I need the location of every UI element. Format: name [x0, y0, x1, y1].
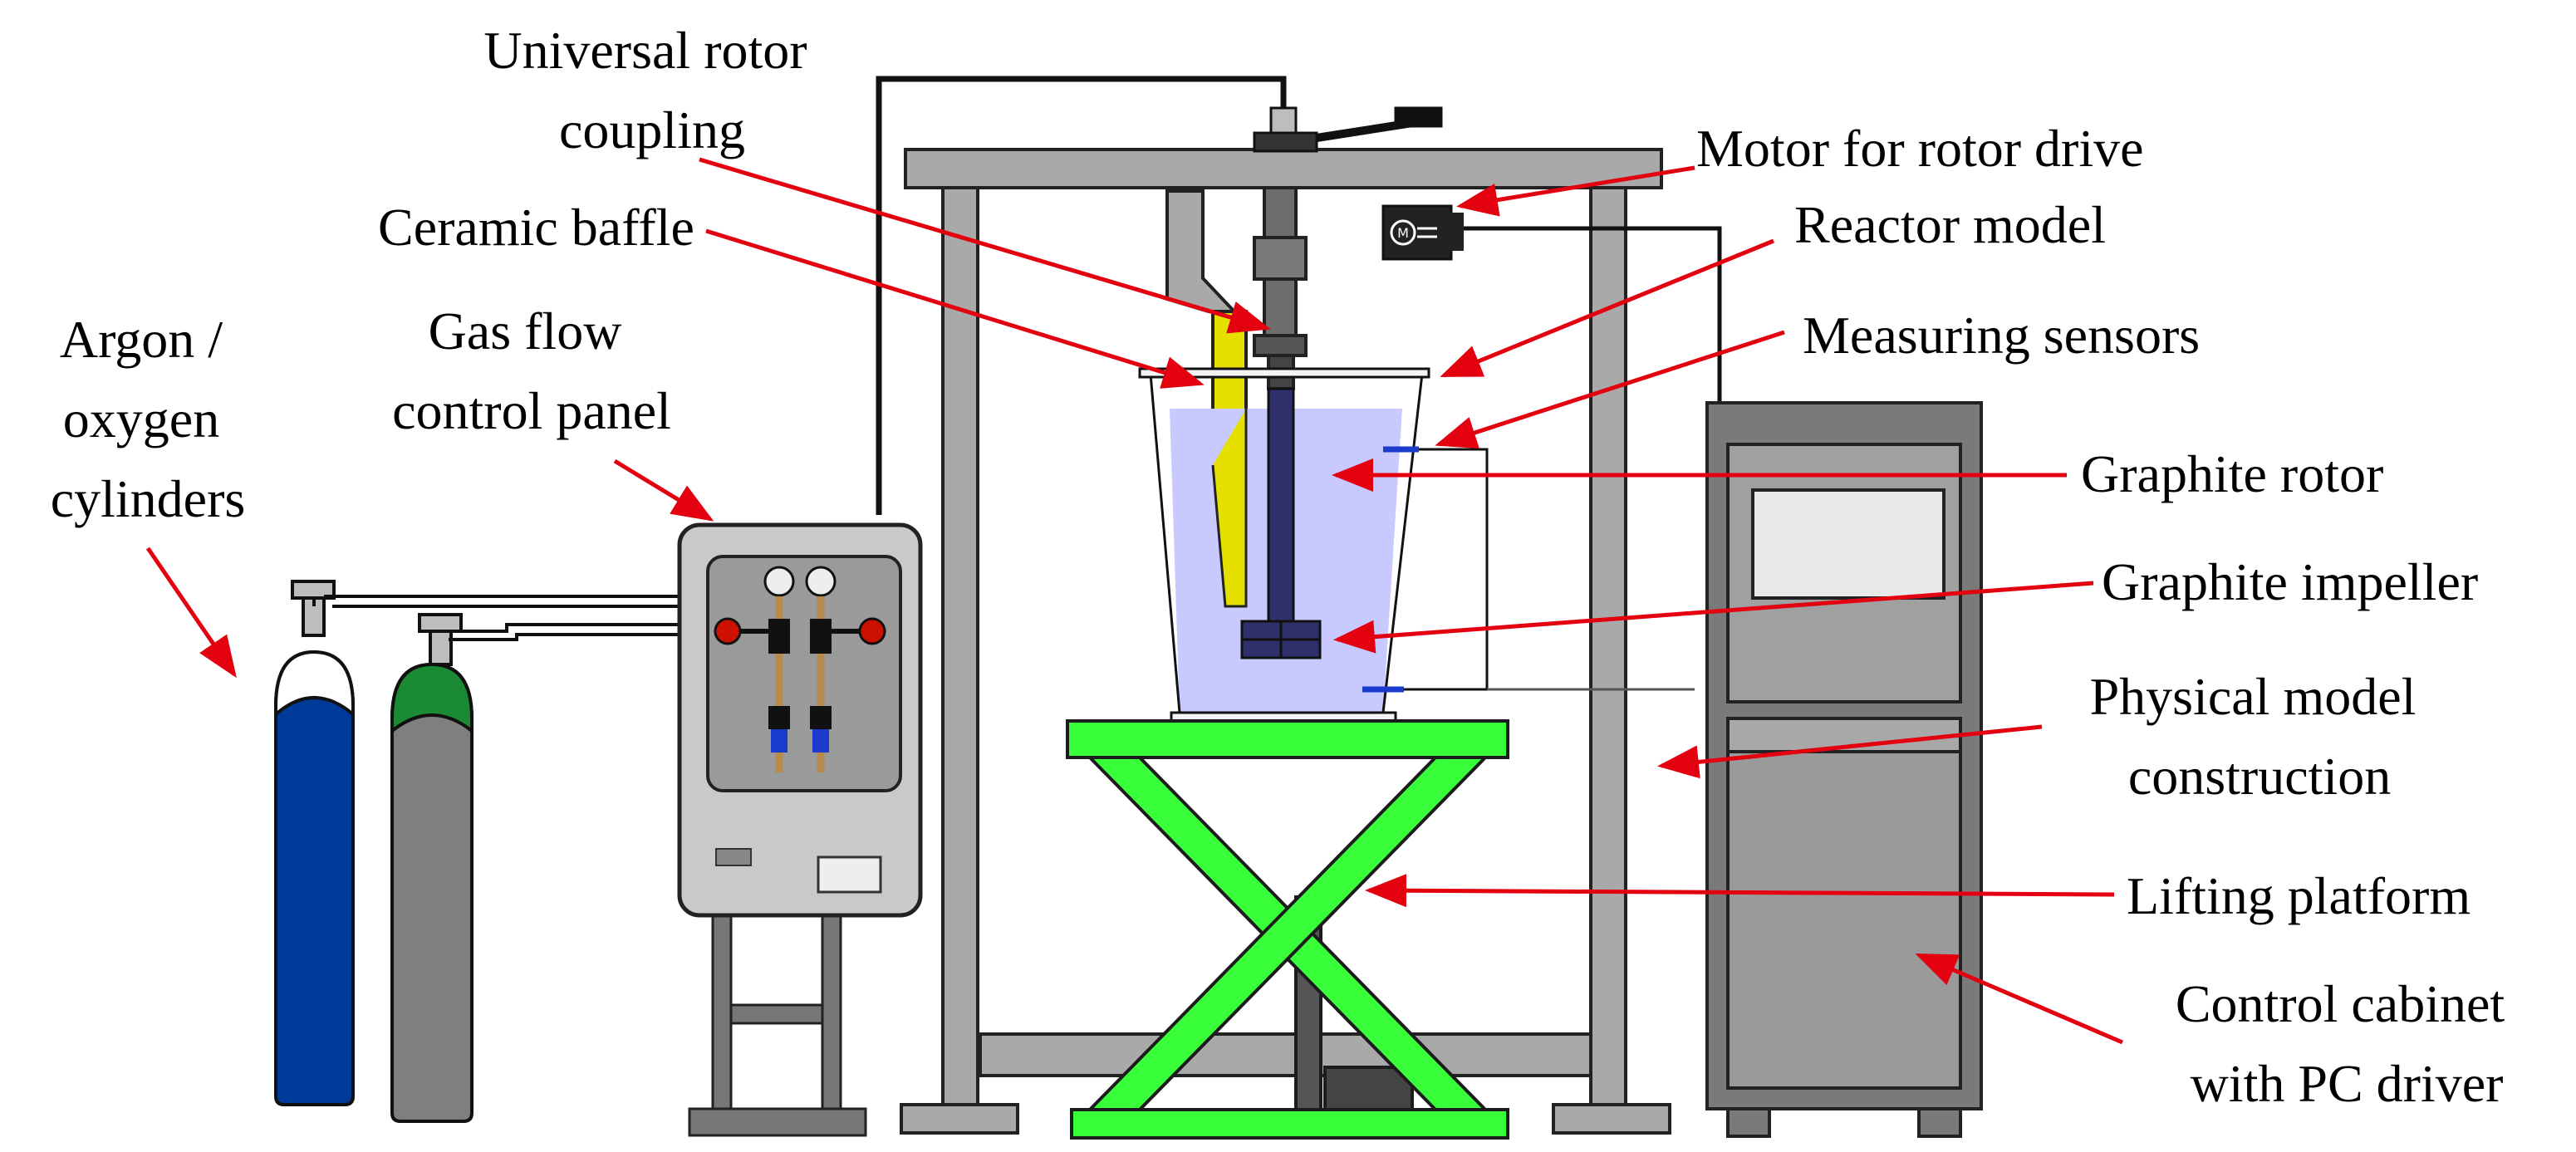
label-gas-flow-control-panel: Gas flow control panel	[392, 301, 671, 440]
label-argon-oxygen-cylinders: Argon / oxygen cylinders	[51, 310, 246, 528]
svg-text:M: M	[1397, 225, 1409, 241]
lifting-platform	[1066, 719, 1509, 1140]
label-motor-for-rotor-drive: Motor for rotor drive	[1696, 119, 2144, 178]
graphite-rotor-shaft	[1253, 186, 1308, 390]
top-coupling	[1253, 106, 1443, 153]
graphite-rotor	[1240, 387, 1322, 659]
oxygen-cylinder	[390, 662, 473, 1123]
label-reactor-model: Reactor model	[1794, 195, 2106, 254]
motor-for-rotor-drive: M	[1381, 204, 1464, 261]
label-physical-model-construction: Physical model construction	[2090, 667, 2430, 806]
label-lifting-platform: Lifting platform	[2127, 866, 2471, 925]
motor-cable	[1464, 226, 1722, 403]
labels: Universal rotor coupling Ceramic baffle …	[51, 21, 2518, 1113]
measuring-sensors	[1362, 446, 1695, 693]
label-ceramic-baffle: Ceramic baffle	[378, 198, 694, 257]
gas-flow-control-panel	[677, 522, 923, 1137]
physical-model-frame	[900, 148, 1671, 1135]
gas-lines	[312, 595, 681, 641]
motor-icon	[1390, 219, 1416, 246]
control-cabinet	[1705, 401, 1983, 1138]
argon-cylinder	[274, 650, 355, 1106]
label-control-cabinet: Control cabinet with PC driver	[2176, 974, 2518, 1113]
label-graphite-impeller: Graphite impeller	[2102, 552, 2478, 611]
callout-arrows	[145, 157, 2123, 1045]
label-universal-rotor-coupling: Universal rotor coupling	[483, 21, 820, 159]
gas-cylinders	[274, 580, 473, 1123]
label-graphite-rotor: Graphite rotor	[2081, 444, 2383, 503]
signal-cable-top	[876, 76, 1287, 515]
label-measuring-sensors: Measuring sensors	[1803, 306, 2200, 365]
